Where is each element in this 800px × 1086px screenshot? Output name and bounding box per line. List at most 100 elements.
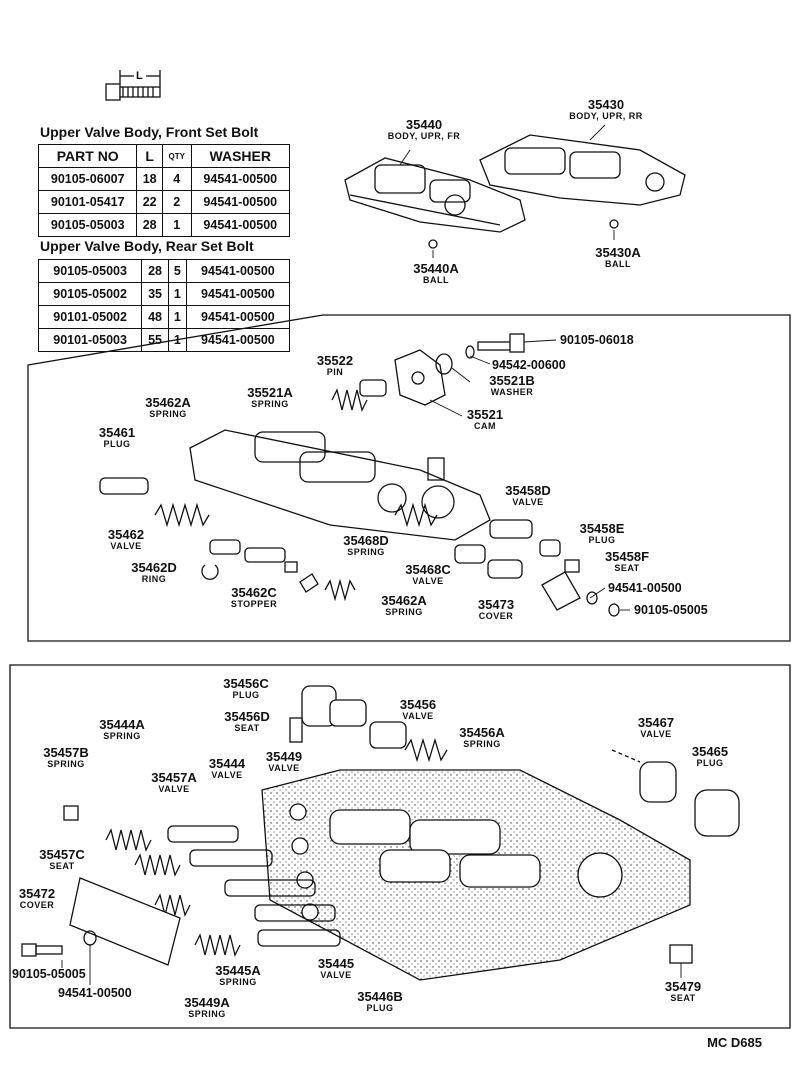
cell-qty: 5 xyxy=(167,259,187,283)
spring-icon xyxy=(194,933,241,957)
table-row: 90105-05003 28 5 94541-00500 xyxy=(37,259,291,283)
spring-icon xyxy=(324,578,356,602)
callout-washer-top: 94542-00600 xyxy=(492,358,566,372)
valve-icon xyxy=(167,825,239,843)
spring-icon xyxy=(404,737,448,763)
cell-qty: 2 xyxy=(161,190,192,214)
cell-qty: 4 xyxy=(161,167,192,191)
header-part-no: PART NO xyxy=(37,144,138,168)
cell-length: 55 xyxy=(141,328,169,352)
cell-length: 18 xyxy=(136,167,163,191)
plug-icon xyxy=(99,477,149,495)
callout-bolt-mid: 90105-05005 xyxy=(634,603,708,617)
front-set-bolt-title: Upper Valve Body, Front Set Bolt xyxy=(40,124,259,140)
cell-qty: 1 xyxy=(161,213,192,237)
valve-icon xyxy=(489,519,533,539)
bolt-icon xyxy=(21,943,63,957)
cell-length: 35 xyxy=(141,282,169,306)
spring-icon xyxy=(154,893,191,917)
table-row: 90105-06007 18 4 94541-00500 xyxy=(37,167,291,191)
header-qty: QTY xyxy=(161,144,192,168)
cell-part-no: 90105-05002 xyxy=(37,282,143,306)
cell-part-no: 90101-05002 xyxy=(37,305,143,329)
cam-drawing xyxy=(394,349,446,406)
cell-length: 48 xyxy=(141,305,169,329)
leader-lines xyxy=(61,124,682,985)
seat-icon xyxy=(63,805,79,821)
pin-icon xyxy=(359,379,387,397)
valve-icon xyxy=(454,544,523,579)
cell-part-no: 90101-05003 xyxy=(37,328,143,352)
rear-set-bolt-title: Upper Valve Body, Rear Set Bolt xyxy=(40,238,254,254)
bolt-head-icon xyxy=(608,603,620,617)
lower-group-frame xyxy=(9,664,791,1029)
bolt-length-label: L xyxy=(136,70,143,82)
upper-valve-body-front-drawing xyxy=(344,157,526,233)
cell-part-no: 90105-06007 xyxy=(37,167,138,191)
valve-icon xyxy=(224,879,316,897)
stopper-icon xyxy=(299,573,319,593)
rear-set-bolt-table: 90105-05003 28 5 94541-00500 90105-05002… xyxy=(37,259,291,352)
spring-icon xyxy=(134,853,181,877)
seat-icon xyxy=(289,717,303,743)
table-header-row: PART NO L QTY WASHER xyxy=(37,144,291,168)
callout-bolt-top: 90105-06018 xyxy=(560,333,634,347)
table-row: 90105-05003 28 1 94541-00500 xyxy=(37,213,291,237)
cell-part-no: 90105-05003 xyxy=(37,259,143,283)
cell-washer: 94541-00500 xyxy=(185,328,291,352)
bolt-icon xyxy=(477,333,525,353)
table-row: 90101-05002 48 1 94541-00500 xyxy=(37,305,291,329)
valve-icon xyxy=(329,699,407,749)
washer-icon xyxy=(435,353,453,375)
header-l: L xyxy=(136,144,163,168)
cell-qty: 1 xyxy=(167,328,187,352)
ball-icon xyxy=(428,239,438,249)
valve-icon xyxy=(254,904,336,922)
cell-washer: 94541-00500 xyxy=(185,305,291,329)
cell-length: 28 xyxy=(136,213,163,237)
cell-part-no: 90101-05417 xyxy=(37,190,138,214)
cell-qty: 1 xyxy=(167,282,187,306)
cell-part-no: 90105-05003 xyxy=(37,213,138,237)
cover-icon xyxy=(541,571,581,611)
middle-valve-body-drawing xyxy=(189,429,491,541)
callout-bolt-bottom: 90105-05005 xyxy=(12,967,86,981)
plug-icon xyxy=(539,539,561,557)
plug-icon xyxy=(694,789,740,837)
seat-icon xyxy=(564,559,580,573)
washer-icon xyxy=(465,345,475,359)
set-bolt-icon xyxy=(105,70,161,101)
valve-icon xyxy=(639,761,677,803)
seat-icon xyxy=(669,944,693,964)
table-row: 90101-05417 22 2 94541-00500 xyxy=(37,190,291,214)
callout-washer-mid: 94541-00500 xyxy=(608,581,682,595)
lower-valve-body-drawing xyxy=(261,769,691,981)
